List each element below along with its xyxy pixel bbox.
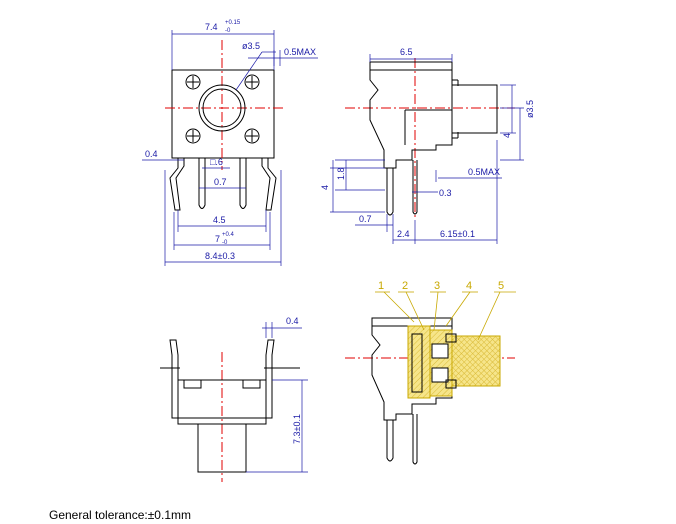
section-callout-1: 1	[378, 280, 384, 292]
top-pin-label: 0.4	[145, 149, 158, 159]
top-view-center-pin	[198, 158, 206, 209]
section-callout-4: 4	[466, 280, 472, 292]
section-view-contact-highlight	[429, 329, 453, 397]
side-view-housing	[369, 61, 453, 169]
top-button-dia-label: ø3.5	[242, 41, 260, 51]
front-pin-label: 0.4	[286, 316, 299, 326]
side-view-lead	[386, 168, 394, 216]
top-view	[165, 40, 283, 211]
top-view-pin-hole	[244, 74, 260, 90]
side-view-plunger	[452, 84, 498, 134]
section-callout-leaders	[375, 291, 516, 341]
section-view-lead	[386, 420, 394, 462]
top-view-center-pin	[239, 158, 247, 209]
front-view-dimensions	[246, 322, 308, 473]
side-body-width-label: 6.5	[400, 47, 413, 57]
side-lead-height-label: 1.8	[336, 167, 346, 180]
section-callout-3: 3	[434, 280, 440, 292]
side-lead-len-label: 4	[320, 185, 330, 190]
top-view-button-outer	[198, 84, 246, 132]
top-width-label: 7.4	[205, 22, 218, 32]
side-view	[345, 58, 515, 220]
front-view-plunger	[197, 423, 247, 473]
side-depth-label: 6.15±0.1	[440, 229, 475, 239]
top-width-tol-upper: +0.15	[225, 20, 241, 26]
top-view-dimensions	[142, 30, 318, 266]
top-view-right-leg	[261, 158, 277, 211]
top-view-pin-hole	[185, 74, 201, 90]
front-height-label: 7.3±0.1	[292, 414, 302, 444]
top-inner-tol-upper: +0.4	[222, 232, 235, 238]
top-view-left-leg	[169, 158, 185, 211]
top-width-tol-lower: -0	[225, 28, 231, 34]
section-view-lead	[412, 414, 418, 465]
top-pitch-label: 4.5	[213, 215, 226, 225]
side-view-lead	[412, 160, 418, 215]
front-view	[160, 339, 300, 482]
side-height-label: 4	[502, 133, 512, 138]
side-pin-label: 0.7	[359, 214, 372, 224]
top-view-body	[171, 69, 275, 159]
top-square-pin-label: □.6	[210, 157, 223, 167]
side-lead-label: 0.3	[439, 188, 452, 198]
top-max-label: 0.5MAX	[284, 47, 316, 57]
front-view-right-leg	[265, 339, 275, 419]
section-view-housing	[371, 317, 453, 421]
top-inner-tol-lower: -0	[222, 240, 228, 246]
front-view-left-leg	[169, 339, 179, 419]
side-view-dimensions	[330, 54, 524, 244]
section-view	[345, 317, 515, 465]
top-view-pin-hole	[185, 128, 201, 144]
side-dia-label: ø3.5	[525, 100, 535, 118]
top-view-button-inner	[202, 88, 242, 128]
top-view-pin-hole	[244, 128, 260, 144]
side-offset-label: 2.4	[397, 229, 410, 239]
top-overall-width-label: 8.4±0.3	[205, 251, 235, 261]
section-callout-5: 5	[498, 280, 504, 292]
top-inner-width-label: 7	[215, 234, 220, 244]
top-pin-width-label: 0.7	[214, 177, 227, 187]
side-max-label: 0.5MAX	[468, 167, 500, 177]
section-view-base-highlight	[407, 325, 431, 399]
section-callout-2: 2	[402, 280, 408, 292]
general-tolerance-note: General tolerance:±0.1mm	[49, 508, 191, 522]
